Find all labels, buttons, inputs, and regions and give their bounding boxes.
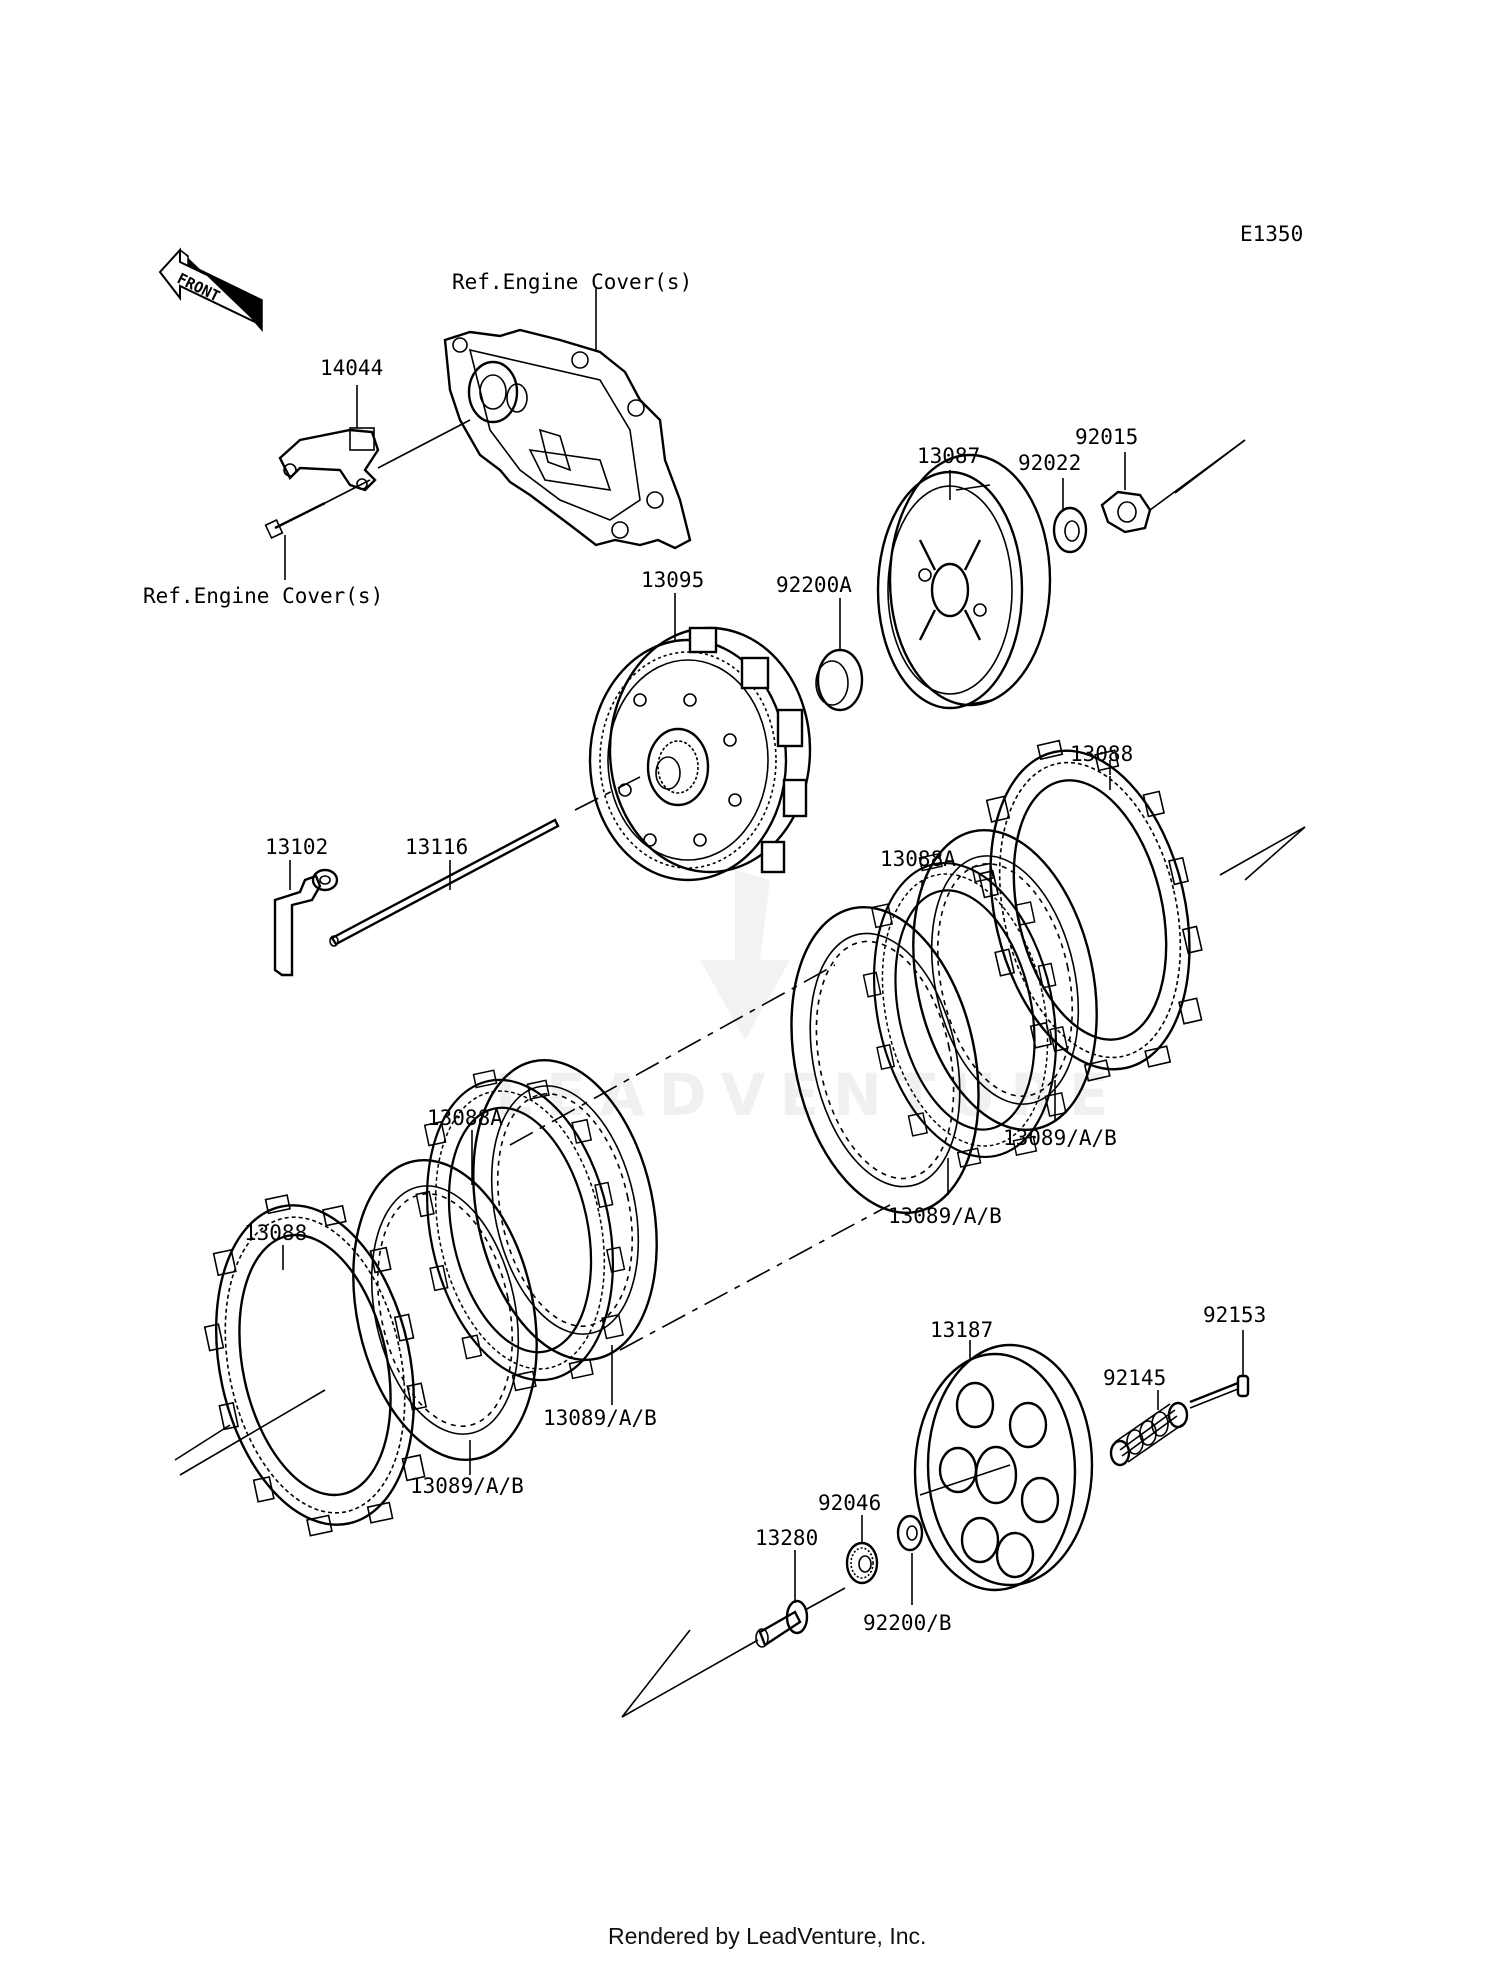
part-label-13088-top: 13088 — [1070, 742, 1133, 766]
front-arrow-icon: FRONT — [158, 247, 263, 332]
engine-cover: Ref.Engine Cover(s) — [443, 270, 692, 550]
part-92200A-bushing: 92200A — [776, 573, 864, 712]
ref-engine-cover-top-label: Ref.Engine Cover(s) — [452, 270, 692, 294]
plate-13088A-top: 13088A — [839, 834, 1090, 1180]
part-14044-lever: 14044 Ref.Engine Cover(s) — [143, 356, 471, 608]
part-label-13116: 13116 — [405, 835, 468, 859]
part-92200B-washer: 92200/B — [863, 1514, 952, 1635]
plate-13089-right-1: 13089/A/B — [886, 811, 1124, 1150]
part-13087-clutch-housing: 13087 — [876, 444, 1052, 710]
plate-13089-left-1: 13089/A/B — [446, 1041, 684, 1430]
part-label-13280: 13280 — [755, 1526, 818, 1550]
alignment-line-bottom — [619, 1204, 891, 1351]
part-label-92046: 92046 — [818, 1491, 881, 1515]
part-92145-spring: 92145 — [1103, 1366, 1189, 1467]
plate-13088-top: 13088 — [950, 718, 1306, 1096]
watermark: LEADVENTURE — [495, 870, 1109, 1129]
part-label-92200A: 92200A — [776, 573, 852, 597]
part-92022-washer: 92022 — [1018, 451, 1088, 554]
ref-engine-cover-bottom-label: Ref.Engine Cover(s) — [143, 584, 383, 608]
plate-13088-bottom: 13088 — [174, 1174, 451, 1550]
part-92015-nut: 92015 — [1075, 425, 1246, 534]
part-label-13089-right-1: 13089/A/B — [1003, 1126, 1117, 1150]
part-13102-release-lever: 13102 — [265, 835, 339, 977]
part-label-92022: 92022 — [1018, 451, 1081, 475]
part-92046-bearing: 92046 — [818, 1491, 881, 1585]
part-label-92200B: 92200/B — [863, 1611, 952, 1635]
part-92153-bolt: 92153 — [1189, 1303, 1266, 1409]
part-label-92153: 92153 — [1203, 1303, 1266, 1327]
part-label-92015: 92015 — [1075, 425, 1138, 449]
part-13116-push-rod: 13116 — [329, 776, 641, 947]
part-label-13088A-bottom: 13088A — [427, 1106, 503, 1130]
part-label-13089-left-2: 13089/A/B — [410, 1474, 524, 1498]
part-label-13095: 13095 — [641, 568, 704, 592]
plate-13089-right-2: 13089/A/B — [763, 888, 1007, 1232]
part-label-13088A-top: 13088A — [880, 847, 956, 871]
alignment-line-top — [509, 964, 836, 1146]
part-label-13087: 13087 — [917, 444, 980, 468]
part-label-14044: 14044 — [320, 356, 383, 380]
diagram-code: E1350 — [1240, 222, 1303, 246]
plate-13089-left-2: 13089/A/B — [326, 1141, 564, 1498]
part-13187-pressure-plate: 13187 — [913, 1318, 1094, 1592]
part-label-13102: 13102 — [265, 835, 328, 859]
part-13095-clutch-basket: 13095 — [588, 568, 812, 882]
part-label-13187: 13187 — [930, 1318, 993, 1342]
part-13280-shaft: 13280 — [621, 1526, 846, 1718]
footer-credit: Rendered by LeadVenture, Inc. — [608, 1923, 926, 1949]
part-label-13089-right-2: 13089/A/B — [888, 1204, 1002, 1228]
part-label-13089-left-1: 13089/A/B — [543, 1406, 657, 1430]
part-label-13088-bottom: 13088 — [244, 1221, 307, 1245]
part-label-92145: 92145 — [1103, 1366, 1166, 1390]
plate-13088A-bottom: 13088A — [391, 1050, 648, 1404]
